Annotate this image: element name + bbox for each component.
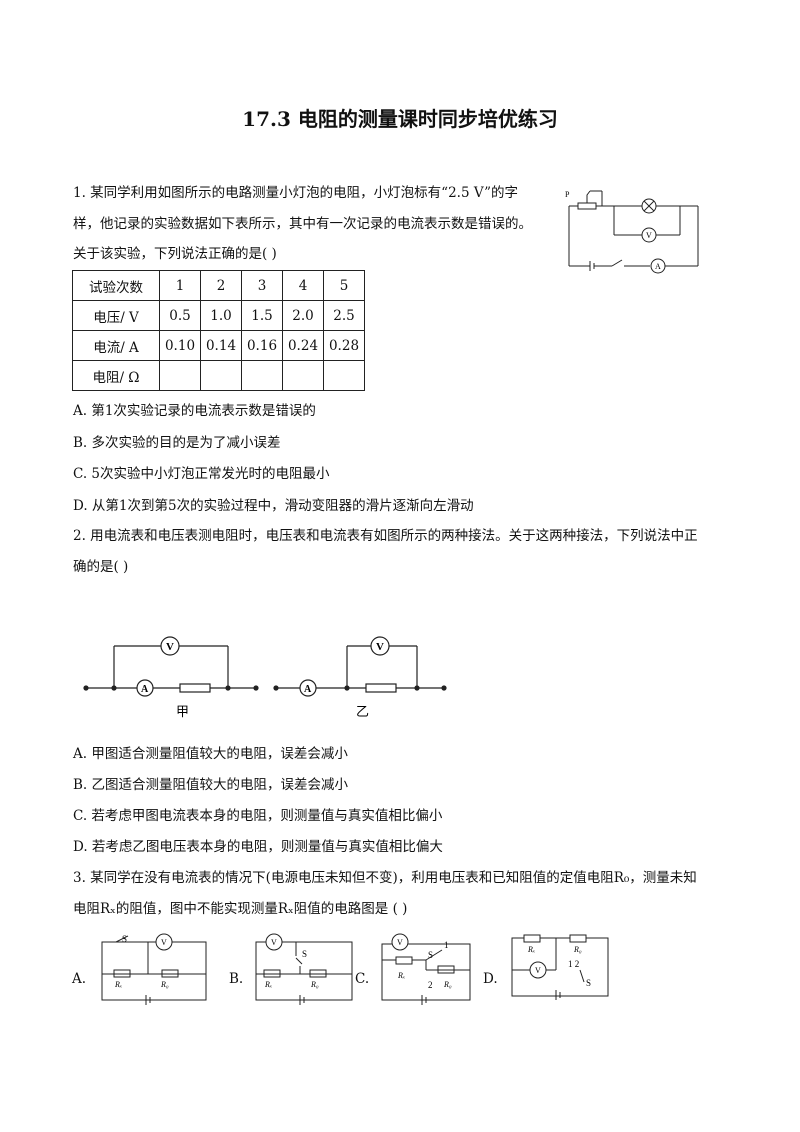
table-cell — [323, 360, 365, 391]
q3-line-1: 3. 某同学在没有电流表的情况下(电源电压未知但不变)，利用电压表和已知阻值的定… — [73, 870, 697, 886]
q3-circuit-d: Rₓ R₀ V 1 2 S — [511, 934, 609, 1000]
q1-option-a: A. 第1次实验记录的电流表示数是错误的 — [73, 403, 316, 419]
table-row: 电压/ V 0.5 1.0 1.5 2.0 2.5 — [72, 300, 365, 331]
q3b-v-label: V — [271, 938, 277, 947]
table-cell: 0.5 — [159, 300, 201, 331]
q3a-v-label: V — [161, 938, 167, 947]
q1-a-label: A — [655, 262, 661, 271]
q1-option-c: C. 5次实验中小灯泡正常发光时的电阻最小 — [73, 466, 330, 482]
q3c-r0-label: R₀ — [443, 980, 452, 989]
q1-option-b: B. 多次实验的目的是为了减小误差 — [73, 435, 281, 451]
q1-line-3: 关于该实验，下列说法正确的是( ) — [73, 246, 277, 262]
q2-option-c: C. 若考虑甲图电流表本身的电阻，则测量值与真实值相比偏小 — [73, 808, 443, 824]
row-label-voltage: 电压/ V — [72, 300, 160, 331]
q3b-r0-label: R₀ — [310, 980, 319, 989]
q3c-one-label: 1 — [444, 940, 449, 950]
q3-option-c-letter: C. — [355, 971, 370, 987]
table-cell: 0.14 — [200, 330, 242, 361]
q3-line-2: 电阻Rₓ的阻值，图中不能实现测量Rₓ阻值的电路图是 ( ) — [73, 901, 408, 917]
row-label-current: 电流/ A — [72, 330, 160, 361]
table-cell: 1.5 — [241, 300, 283, 331]
table-cell: 3 — [241, 270, 283, 301]
q2-circuit-diagrams: V A V A 甲 乙 — [83, 636, 447, 719]
table-cell: 4 — [282, 270, 324, 301]
q3b-s-label: S — [302, 949, 307, 959]
q2-line-1: 2. 用电流表和电压表测电阻时，电压表和电流表有如图所示的两种接法。关于这两种接… — [73, 528, 698, 544]
table-row: 试验次数 1 2 3 4 5 — [72, 270, 365, 301]
q3c-v-label: V — [397, 938, 403, 947]
page-title: 17.3 电阻的测量课时同步培优练习 — [242, 107, 558, 131]
table-cell: 2 — [200, 270, 242, 301]
q3-circuit-a: S V Rₓ R₀ — [101, 933, 207, 1005]
q2-option-d: D. 若考虑乙图电压表本身的电阻，则测量值与真实值相比偏大 — [73, 839, 443, 855]
table-cell — [159, 360, 201, 391]
table-cell: 0.24 — [282, 330, 324, 361]
q1-option-d: D. 从第1次到第5次的实验过程中，滑动变阻器的滑片逐渐向左滑动 — [73, 498, 474, 514]
table-cell: 1.0 — [200, 300, 242, 331]
q3-circuit-c: V S 1 2 Rₓ R₀ — [381, 933, 471, 1005]
q3a-s-label: S — [122, 934, 127, 944]
q2-option-a: A. 甲图适合测量阻值较大的电阻，误差会减小 — [73, 746, 348, 762]
table-cell: 0.16 — [241, 330, 283, 361]
table-cell — [282, 360, 324, 391]
q3c-s-label: S — [428, 950, 433, 960]
q1-v-label: V — [646, 231, 652, 240]
q2-yi-caption: 乙 — [356, 704, 369, 719]
q2-yi-a-label: A — [304, 684, 312, 695]
q3-option-b-letter: B. — [229, 971, 244, 987]
row-label-trial: 试验次数 — [72, 270, 160, 301]
q3-option-d-letter: D. — [483, 971, 498, 987]
q3d-rx-label: Rₓ — [527, 945, 535, 954]
q3a-rx-label: Rₓ — [114, 980, 122, 989]
q2-yi-v-label: V — [376, 641, 384, 653]
q3a-r0-label: R₀ — [160, 980, 169, 989]
row-label-resistance: 电阻/ Ω — [72, 360, 160, 391]
table-cell: 2.0 — [282, 300, 324, 331]
q3-circuit-b: V S Rₓ R₀ — [255, 933, 353, 1005]
q3c-two-label: 2 — [428, 980, 433, 990]
table-cell: 0.10 — [159, 330, 201, 361]
table-cell: 5 — [323, 270, 365, 301]
q3c-rx-label: Rₓ — [397, 971, 405, 980]
q3-option-a-letter: A. — [72, 971, 87, 987]
q3d-s-label: S — [586, 978, 591, 988]
q2-jia-caption: 甲 — [176, 704, 189, 719]
q1-data-table: 试验次数 1 2 3 4 5 电压/ V 0.5 1.0 1.5 2.0 2.5… — [72, 270, 365, 391]
q2-option-b: B. 乙图适合测量阻值较大的电阻，误差会减小 — [73, 777, 349, 793]
q2-jia-v-label: V — [166, 641, 174, 653]
table-row: 电阻/ Ω — [72, 360, 365, 391]
q1-p-label: P — [565, 190, 570, 199]
table-row: 电流/ A 0.10 0.14 0.16 0.24 0.28 — [72, 330, 365, 361]
q1-line-2: 样，他记录的实验数据如下表所示，其中有一次记录的电流表示数是错误的。 — [73, 216, 532, 232]
q3d-r0-label: R₀ — [573, 945, 582, 954]
table-cell: 1 — [159, 270, 201, 301]
q3b-rx-label: Rₓ — [264, 980, 272, 989]
table-cell: 0.28 — [323, 330, 365, 361]
q3d-v-label: V — [535, 966, 541, 975]
table-cell — [241, 360, 283, 391]
q2-line-2: 确的是( ) — [73, 559, 129, 575]
table-cell — [200, 360, 242, 391]
q2-jia-a-label: A — [141, 684, 149, 695]
q1-line-1: 1. 某同学利用如图所示的电路测量小灯泡的电阻，小灯泡标有“2.5 V”的字 — [73, 185, 518, 201]
q1-circuit-diagram: P V A — [565, 190, 699, 274]
table-cell: 2.5 — [323, 300, 365, 331]
q3d-one-two-label: 1 2 — [568, 959, 579, 969]
